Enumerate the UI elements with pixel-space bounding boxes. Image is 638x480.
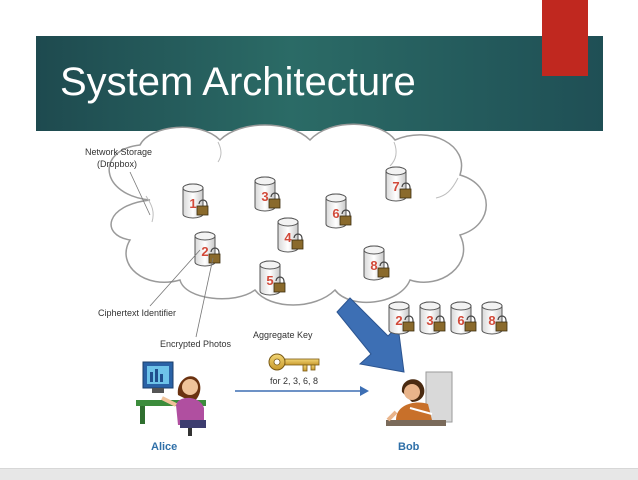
aggregate-key-for-label: for 2, 3, 6, 8 bbox=[270, 376, 318, 386]
cloud-item-8: 8 bbox=[363, 245, 390, 281]
lock-icon bbox=[339, 209, 352, 226]
storage-cloud bbox=[108, 123, 487, 306]
bob-label: Bob bbox=[398, 441, 420, 453]
alice-illustration bbox=[136, 361, 206, 436]
cloud-item-number: 5 bbox=[266, 273, 273, 288]
lock-icon bbox=[377, 261, 390, 278]
cloud-item-7: 7 bbox=[385, 166, 412, 202]
lock-icon bbox=[273, 276, 286, 293]
network-storage-label-line2: (Dropbox) bbox=[97, 159, 137, 169]
lock-icon bbox=[196, 199, 209, 216]
network-storage-label-line1: Network Storage bbox=[85, 147, 152, 157]
bob-item-8: 8 bbox=[481, 301, 508, 335]
lock-icon bbox=[433, 315, 446, 332]
bob-illustration bbox=[386, 371, 453, 426]
title-bar: System Architecture bbox=[36, 36, 603, 131]
cloud-item-number: 1 bbox=[189, 196, 196, 211]
bob-item-number: 2 bbox=[395, 313, 402, 328]
bob-item-number: 6 bbox=[457, 313, 464, 328]
network-storage-leader bbox=[129, 171, 151, 216]
cloud-item-6: 6 bbox=[325, 193, 352, 229]
encrypted-photos-leader bbox=[195, 257, 214, 338]
bob-item-3: 3 bbox=[419, 301, 446, 335]
lock-icon bbox=[402, 315, 415, 332]
alice-to-bob-arrow bbox=[235, 386, 369, 396]
footer-bar bbox=[0, 468, 638, 480]
lock-icon bbox=[208, 247, 221, 264]
accent-tab bbox=[542, 0, 588, 76]
cloud-item-4: 4 bbox=[277, 217, 304, 253]
cloud-item-number: 2 bbox=[201, 244, 208, 259]
cloud-item-number: 6 bbox=[332, 206, 339, 221]
cloud-item-number: 8 bbox=[370, 258, 377, 273]
cloud-item-2: 2 bbox=[194, 231, 221, 267]
bob-item-6: 6 bbox=[450, 301, 477, 335]
ciphertext-identifier-label: Ciphertext Identifier bbox=[98, 308, 176, 318]
ciphertext-leader bbox=[149, 249, 201, 307]
slide-title: System Architecture bbox=[60, 60, 416, 104]
architecture-diagram: 1 2 3 4 5 6 7 bbox=[85, 123, 508, 453]
cloud-item-number: 4 bbox=[284, 230, 292, 245]
cloud-item-3: 3 bbox=[254, 176, 281, 212]
aggregate-key-label: Aggregate Key bbox=[253, 330, 313, 340]
download-arrow bbox=[336, 297, 405, 373]
bob-item-2: 2 bbox=[388, 301, 415, 335]
lock-icon bbox=[464, 315, 477, 332]
lock-icon bbox=[268, 192, 281, 209]
bob-item-number: 8 bbox=[488, 313, 495, 328]
cloud-item-number: 3 bbox=[261, 189, 268, 204]
cloud-item-5: 5 bbox=[259, 260, 286, 296]
bob-item-number: 3 bbox=[426, 313, 433, 328]
alice-label: Alice bbox=[151, 441, 177, 453]
key-icon bbox=[268, 353, 320, 372]
encrypted-photos-label: Encrypted Photos bbox=[160, 339, 232, 349]
lock-icon bbox=[495, 315, 508, 332]
lock-icon bbox=[399, 182, 412, 199]
cloud-item-number: 7 bbox=[392, 179, 399, 194]
cloud-item-1: 1 bbox=[182, 183, 209, 219]
lock-icon bbox=[291, 233, 304, 250]
